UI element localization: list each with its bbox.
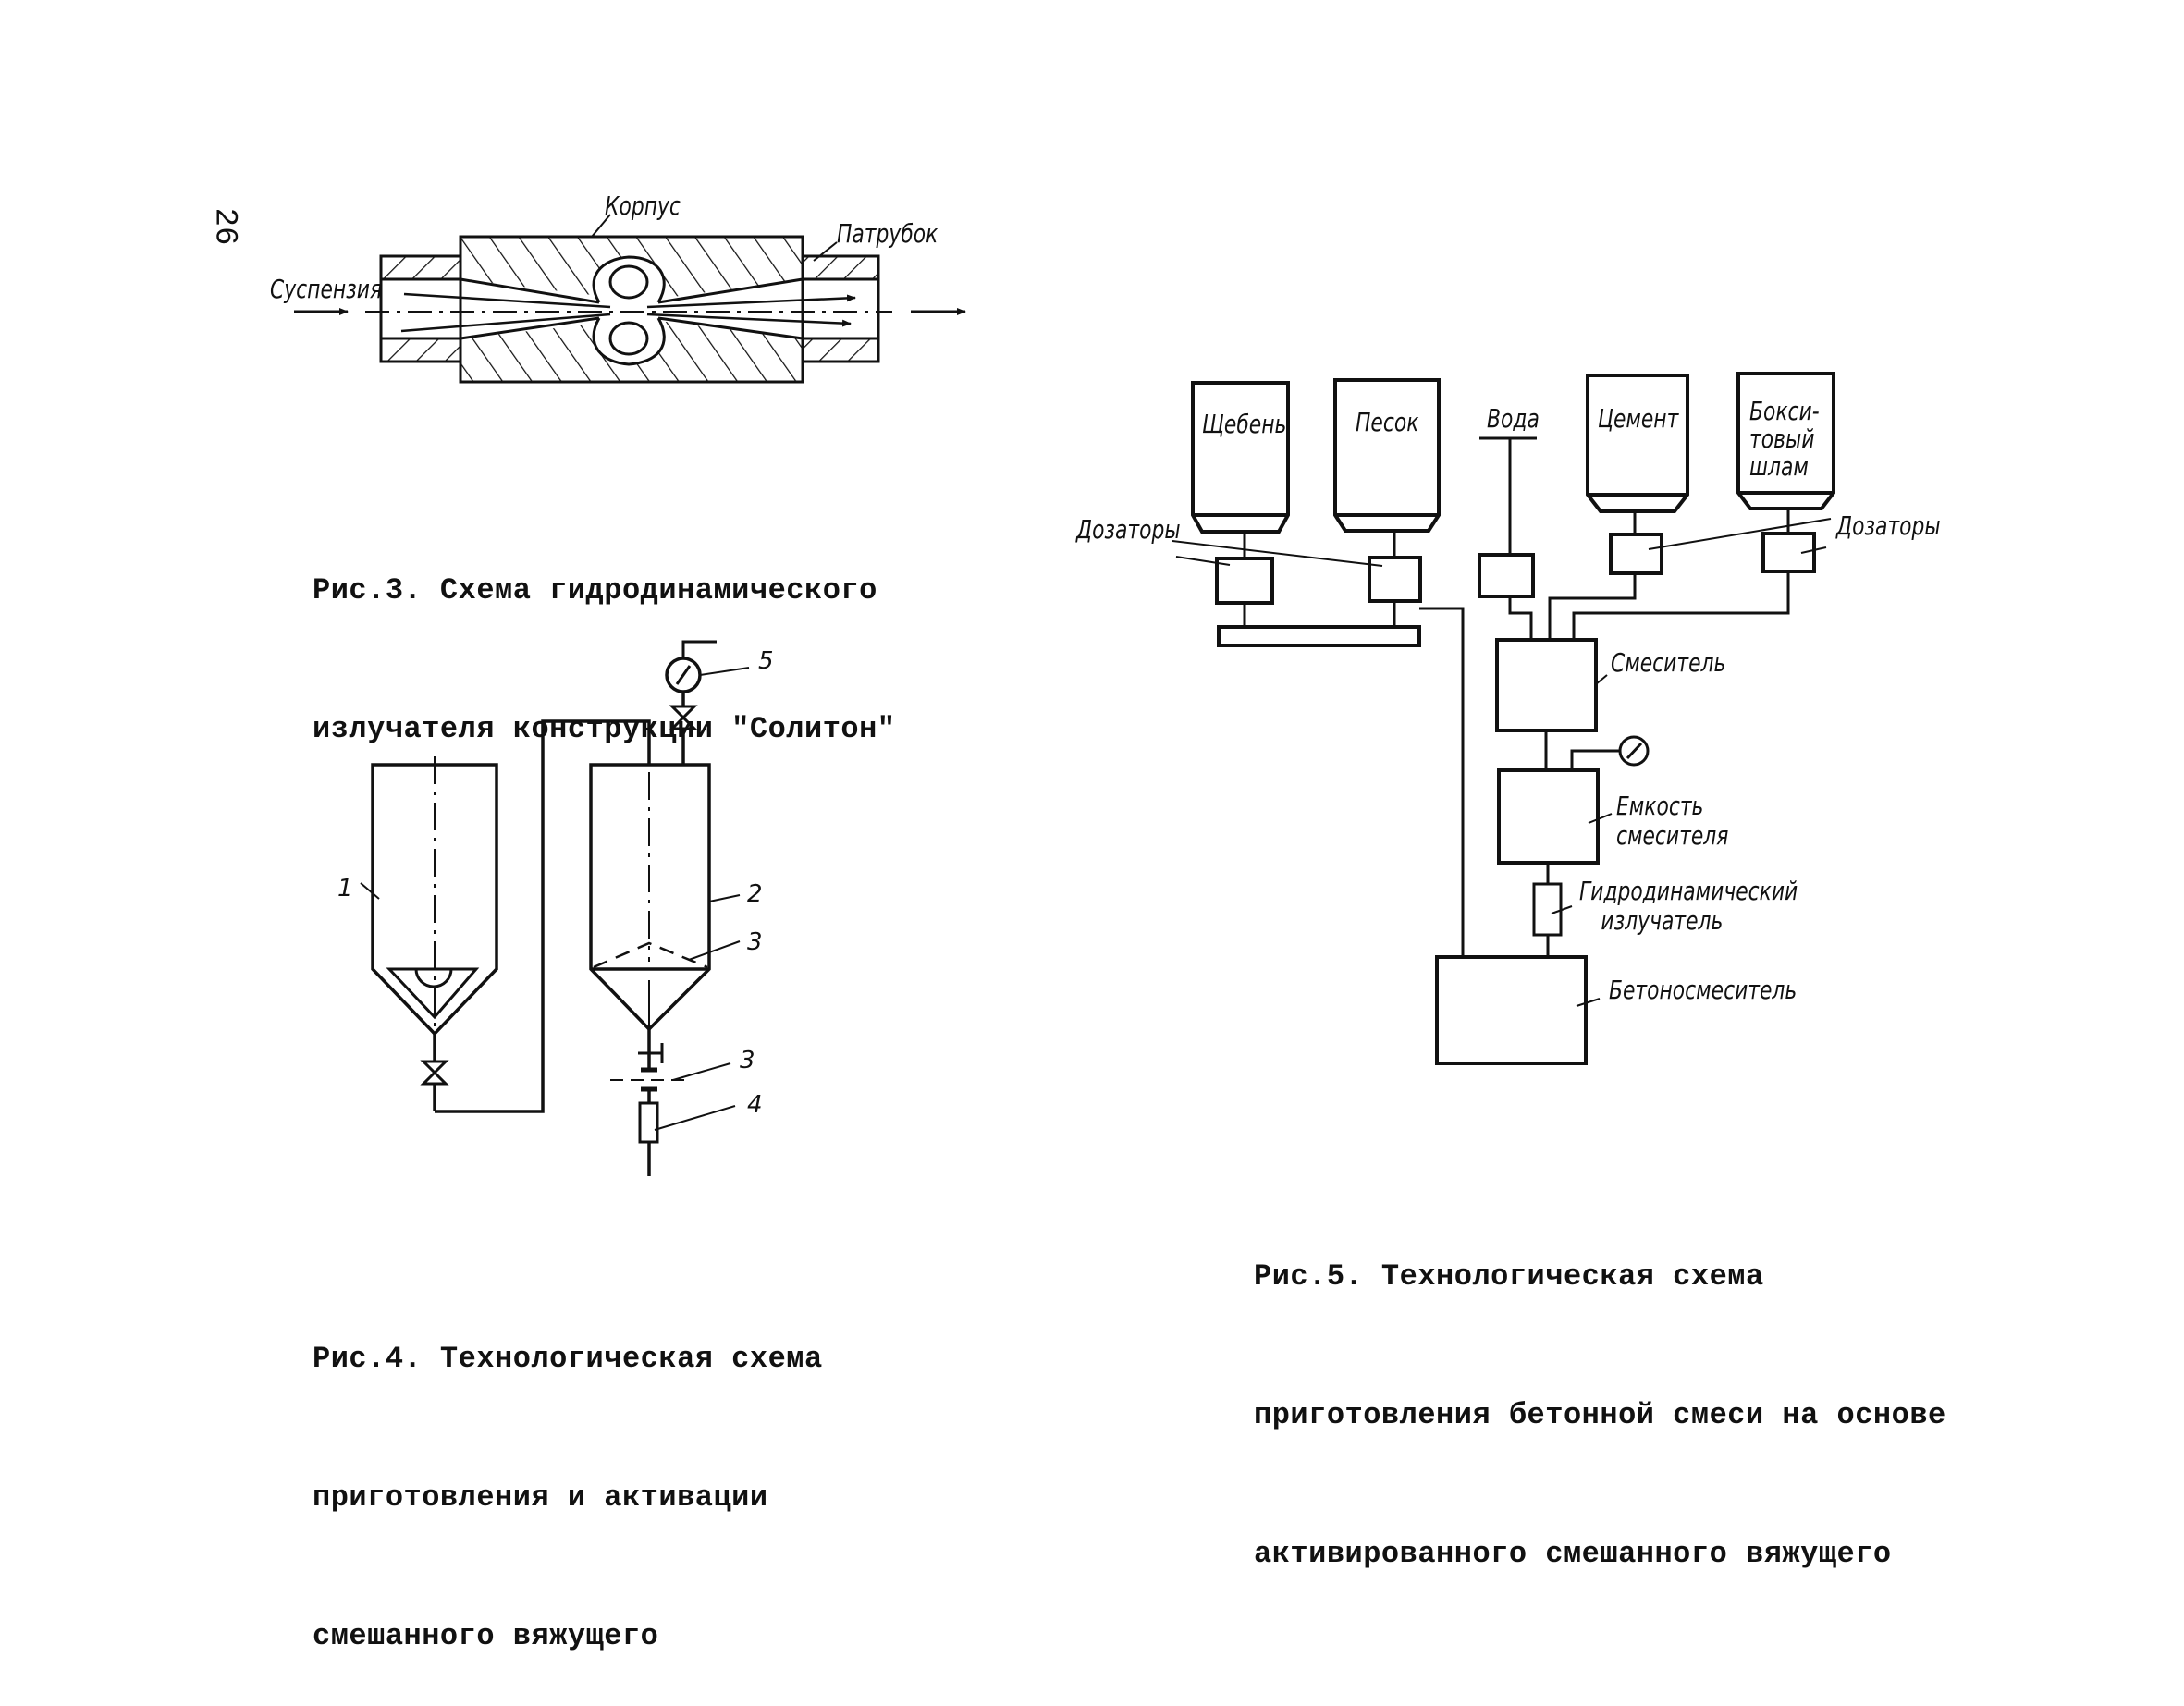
fig5-pressure-gauge-icon	[1618, 735, 1650, 767]
fig3-left-nozzle	[379, 254, 462, 363]
doser-cement	[1609, 533, 1663, 575]
fig4-discharge-assembly	[610, 1029, 736, 1176]
fig4-label-2: 2	[747, 880, 763, 908]
fig5-caption-line: приготовления бетонной смеси на основе	[1254, 1398, 1946, 1432]
fig5-label-bauxite-line: шлам	[1749, 451, 1809, 482]
fig3-label-input: Суспензия	[270, 274, 383, 304]
hopper-crushed-stone	[1191, 381, 1290, 534]
fig4-caption-line: приготовления и активации	[313, 1480, 768, 1515]
collecting-conveyor	[1217, 625, 1421, 647]
fig4-activation-diagram	[360, 640, 750, 1176]
fig3-caption: Рис.3. Схема гидродинамического излучате…	[313, 475, 896, 799]
fig5-label-sand: Песок	[1356, 407, 1419, 437]
fig5-label-mixer: Смеситель	[1611, 647, 1726, 678]
fig4-label-4: 4	[747, 1091, 763, 1119]
fig4-label-3-membrane: 3	[740, 1047, 755, 1074]
fig3-caption-line: излучателя конструкции "Солитон"	[313, 712, 896, 746]
fig5-caption-line: Рис.5. Технологическая схема	[1254, 1259, 1764, 1294]
fig3-label-nozzle: Патрубок	[837, 218, 939, 249]
document-page: 26 Корпус Патрубок Суспензия Рис.3. Схем…	[206, 190, 1946, 1653]
fig4-transfer-pipe	[435, 719, 651, 1113]
fig5-label-mixer-tank-line: Емкость	[1616, 791, 1704, 821]
fig5-label-bauxite-line: товый	[1749, 423, 1815, 454]
hopper-cement	[1586, 374, 1689, 513]
page-number: 26	[206, 207, 242, 246]
fig4-pressure-gauge	[665, 640, 750, 765]
fig5-label-emitter-line: Гидродинамический	[1579, 876, 1798, 906]
fig4-vessel-2	[589, 763, 741, 1032]
hopper-bauxite	[1736, 372, 1835, 510]
fig5-label-emitter-line: излучатель	[1601, 905, 1724, 936]
fig5-label-cement: Цемент	[1598, 403, 1679, 434]
hopper-sand	[1333, 378, 1441, 533]
fig5-caption-line: активированного смешанного вяжущего	[1254, 1537, 1892, 1571]
fig5-label-dosers-right: Дозаторы	[1836, 510, 1941, 541]
fig5-label-bauxite: Бокси- товый шлам	[1749, 398, 1820, 481]
fig5-label-water: Вода	[1487, 403, 1540, 434]
concrete-mixer-box	[1435, 955, 1588, 1065]
doser-water	[1478, 553, 1535, 598]
fig4-label-5: 5	[758, 647, 774, 675]
figures-drawing	[294, 214, 1835, 1176]
fig4-label-1: 1	[337, 875, 353, 902]
fig3-emitter-diagram	[294, 214, 966, 384]
fig5-label-dosers-left: Дозаторы	[1076, 514, 1181, 545]
fig3-label-body: Корпус	[605, 190, 681, 221]
doser-sand	[1368, 556, 1422, 603]
fig4-label-3-filter: 3	[747, 928, 763, 956]
fig4-caption-line: Рис.4. Технологическая схема	[313, 1342, 823, 1376]
fig5-label-concrete-mixer: Бетоносмеситель	[1609, 975, 1798, 1005]
fig5-label-crushed-stone: Щебень	[1202, 409, 1287, 439]
fig5-label-mixer-tank: Емкость смесителя	[1616, 792, 1728, 851]
fig3-caption-line: Рис.3. Схема гидродинамического	[313, 573, 877, 608]
fig3-right-nozzle	[801, 254, 880, 363]
fig5-label-bauxite-line: Бокси-	[1749, 396, 1820, 426]
fig5-label-mixer-tank-line: смесителя	[1616, 820, 1729, 851]
emitter-box	[1532, 882, 1563, 937]
fig3-body	[294, 214, 966, 384]
fig5-caption: Рис.5. Технологическая схема приготовлен…	[1254, 1161, 1946, 1624]
fig4-vessel-1	[360, 756, 498, 1111]
fig4-caption-line: смешанного вяжущего	[313, 1619, 659, 1653]
mixer-box	[1495, 638, 1598, 732]
fig5-concrete-process-diagram	[1172, 372, 1835, 1065]
fig5-label-emitter: Гидродинамический излучатель	[1579, 877, 1798, 936]
fig4-caption: Рис.4. Технологическая схема приготовлен…	[313, 1244, 823, 1706]
mixer-tank-box	[1497, 768, 1600, 865]
